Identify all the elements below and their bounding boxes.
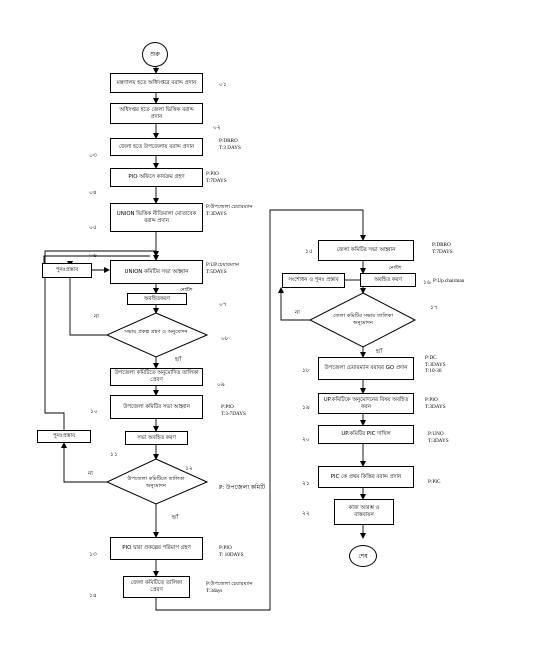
step-21-number: ২১	[302, 480, 310, 487]
step-13-box: PIO দ্বারা প্রকল্পের পরিমাপ গ্রহণ	[110, 537, 203, 560]
step-20-box: UP.কমিটির PIC দাখিল	[318, 425, 414, 444]
step-18-box: উপজেলা চেয়ারম্যান বরাবর GO প্রদান	[318, 357, 414, 380]
step-03-text: জেলা হতে উপজেলায় বরাদ্দ প্রদান	[118, 143, 195, 150]
end-label: শেষ	[358, 552, 368, 560]
resubmit-2-text: পুনঃপ্রস্তাব	[52, 433, 76, 440]
edge-yes-label-12: হ্যাঁ	[172, 515, 179, 521]
edge-notice-label-1: নোটিশ	[180, 288, 193, 293]
start-label: শুরু	[150, 51, 160, 58]
step-22-text: কাজ আরম্ভ ও বাস্তবায়ন	[348, 505, 380, 518]
step-15-text: জেলা কমিটির সভা আহ্বান	[336, 247, 396, 254]
step-20-number: ২০	[302, 436, 310, 443]
step-19-meta: P:PIO T:3DAYS	[425, 397, 446, 410]
step-05-box: UNION ভিত্তিক নীতিমালা মোতাবেক বরাদ্দ প্…	[110, 203, 203, 232]
step-15-meta: P:DRRO T:7DAYS	[432, 242, 453, 255]
step-22-box: কাজ আরম্ভ ও বাস্তবায়ন	[334, 499, 394, 525]
step-09-box: উপজেলা কমিটিতে অনুমোদিত তালিকা প্রেরণ	[110, 368, 203, 386]
step-10-number: ১০	[90, 408, 98, 415]
step-12-number: ১২	[185, 465, 193, 472]
step-05-meta: P:উপজেলা চেয়ারম্যান T:3DAYS	[206, 204, 253, 217]
step-19-text: UP.কমিটিকে অনুমোদনের বিষয় অবহিত করন	[323, 396, 409, 410]
step-21-text: PIC কে প্রথম কিস্তির বরাদ্দ প্রদান	[330, 473, 402, 480]
step-18-meta: P:DC T:3DAYS T:10-30	[425, 355, 446, 374]
step-11-number: ১১	[110, 451, 118, 458]
step-08-text: সভায় প্রকল্প গ্রহণ ও অনুমোদন	[124, 329, 188, 335]
step-12-meta: P: উপজেলা কমিটি	[219, 484, 266, 491]
step-03-number: ০৩	[89, 152, 97, 159]
step-19-box: UP.কমিটিকে অনুমোদনের বিষয় অবহিত করন	[318, 393, 414, 414]
step-10-meta: P:PIO T:3-7DAYS	[221, 404, 246, 417]
step-13-number: ১৩	[89, 551, 97, 558]
step-06-number: ০৬	[89, 252, 97, 259]
step-07-number: ০৭	[219, 301, 227, 308]
step-08-number: ০৮	[221, 335, 229, 342]
step-01-text: মন্ত্রণালয় হতে অধিদপ্তরে বরাদ্দ প্রদান	[116, 79, 197, 86]
edge-yes-label-08: হ্যাঁ	[175, 357, 182, 363]
step-14-meta: P:উপজেলা চেয়ারম্যান T:3days	[206, 581, 253, 594]
step-05-text: UNION ভিত্তিক নীতিমালা মোতাবেক বরাদ্দ প্…	[116, 210, 197, 224]
step-16-box: অবহিত করণ	[360, 273, 416, 287]
resubmit-1-text: পুনঃপ্রস্তাব	[55, 267, 79, 274]
step-21-meta: P:PIC	[428, 479, 441, 485]
step-02-box: অধিদপ্তর হতে জেলা ভিত্তিক বরাদ্দ প্রদান	[110, 103, 203, 124]
step-15-number: ১৫	[305, 248, 313, 255]
edge-no-label-17: না	[295, 310, 300, 316]
step-02-text: অধিদপ্তর হতে জেলা ভিত্তিক বরাদ্দ প্রদান	[119, 106, 194, 120]
revise-text: সংশোধন ও পুনঃ প্রস্তাব	[288, 277, 339, 284]
step-14-box: জেলা কমিটিতে তালিকা প্রেরণ	[123, 576, 190, 598]
step-04-box: PIO অফিসে কার্যক্রম গ্রহণ	[110, 168, 203, 187]
step-11-text: সভা অবহিত করণ	[137, 434, 176, 441]
step-13-meta: P:PIO T: 10DAYS	[219, 545, 244, 558]
step-09-number: ০৯	[217, 381, 225, 388]
step-05-number: ০৫	[89, 224, 97, 231]
edge-notice-label-2: নোটিশ	[389, 266, 402, 271]
edge-yes-label-17: হ্যাঁ	[376, 349, 383, 355]
step-07-box: অবহিতকরণ	[127, 293, 187, 305]
end-terminal: শেষ	[349, 545, 377, 567]
resubmit-box-2: পুনঃপ্রস্তাব	[37, 430, 91, 443]
step-20-meta: P:UNO T:3DAYS	[428, 431, 449, 444]
step-04-meta: P:PIO T:7DAYS	[206, 171, 227, 184]
step-18-number: ১৮	[302, 367, 310, 374]
edge-no-label-08: না	[94, 314, 99, 320]
revise-box: সংশোধন ও পুনঃ প্রস্তাব	[282, 273, 345, 288]
step-03-box: জেলা হতে উপজেলায় বরাদ্দ প্রদান	[110, 138, 203, 156]
step-06-meta: P:UP.চেয়ারম্যান T:5DAYS	[206, 262, 239, 275]
step-16-text: অবহিত করণ	[374, 276, 402, 283]
step-06-box: UNION কমিটির সভা আহ্বান	[110, 260, 203, 284]
step-09-text: উপজেলা কমিটিতে অনুমোদিত তালিকা প্রেরণ	[114, 370, 199, 383]
step-14-number: ১৪	[89, 592, 97, 599]
step-04-text: PIO অফিসে কার্যক্রম গ্রহণ	[128, 174, 185, 181]
step-12-text: উপজেলা কমিটিতে তালিকা অনুমোদন	[127, 476, 185, 489]
step-20-text: UP.কমিটির PIC দাখিল	[341, 431, 391, 438]
step-07-text: অবহিতকরণ	[143, 295, 171, 302]
step-19-number: ১৯	[302, 404, 310, 411]
step-21-box: PIC কে প্রথম কিস্তির বরাদ্দ প্রদান	[318, 466, 414, 488]
step-16-meta: P:Up.chairman	[433, 278, 465, 284]
step-06-text: UNION কমিটির সভা আহ্বান	[124, 268, 189, 275]
step-10-box: উপজেলা কমিটির সভা আহ্বান	[110, 395, 203, 419]
step-01-number: ০১	[219, 81, 227, 88]
step-11-box: সভা অবহিত করণ	[125, 431, 188, 445]
edge-no-label-12: না	[88, 471, 93, 477]
step-13-text: PIO দ্বারা প্রকল্পের পরিমাপ গ্রহণ	[122, 545, 191, 552]
step-15-box: জেলা কমিটির সভা আহ্বান	[318, 240, 414, 261]
start-terminal: শুরু	[142, 42, 168, 67]
step-03-meta: P:DRRO T:3 DAYS	[219, 138, 241, 151]
step-01-box: মন্ত্রণালয় হতে অধিদপ্তরে বরাদ্দ প্রদান	[110, 73, 203, 93]
step-16-number: ১৬	[423, 279, 431, 286]
step-10-text: উপজেলা কমিটির সভা আহ্বান	[123, 403, 190, 410]
step-14-text: জেলা কমিটিতে তালিকা প্রেরণ	[130, 580, 183, 593]
step-02-number: ০২	[213, 124, 221, 131]
step-04-number: ০৪	[89, 189, 97, 196]
resubmit-box-1: পুনঃপ্রস্তাব	[42, 263, 92, 278]
step-18-text: উপজেলা চেয়ারম্যান বরাবর GO প্রদান	[324, 365, 408, 372]
step-22-number: ২২	[302, 510, 310, 517]
step-17-number: ১৭	[430, 304, 438, 311]
step-17-text: জেলা কমিটির সভায় তালিকা অনুমোদন	[333, 313, 393, 326]
